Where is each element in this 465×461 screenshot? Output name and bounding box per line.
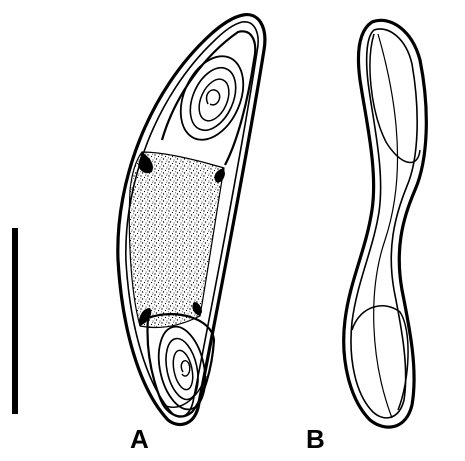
panel-label-a: A: [130, 426, 149, 452]
panel-label-b: B: [306, 426, 325, 452]
specimen-b-drawing: [344, 20, 427, 427]
specimen-a-stippled-center: [129, 152, 224, 328]
